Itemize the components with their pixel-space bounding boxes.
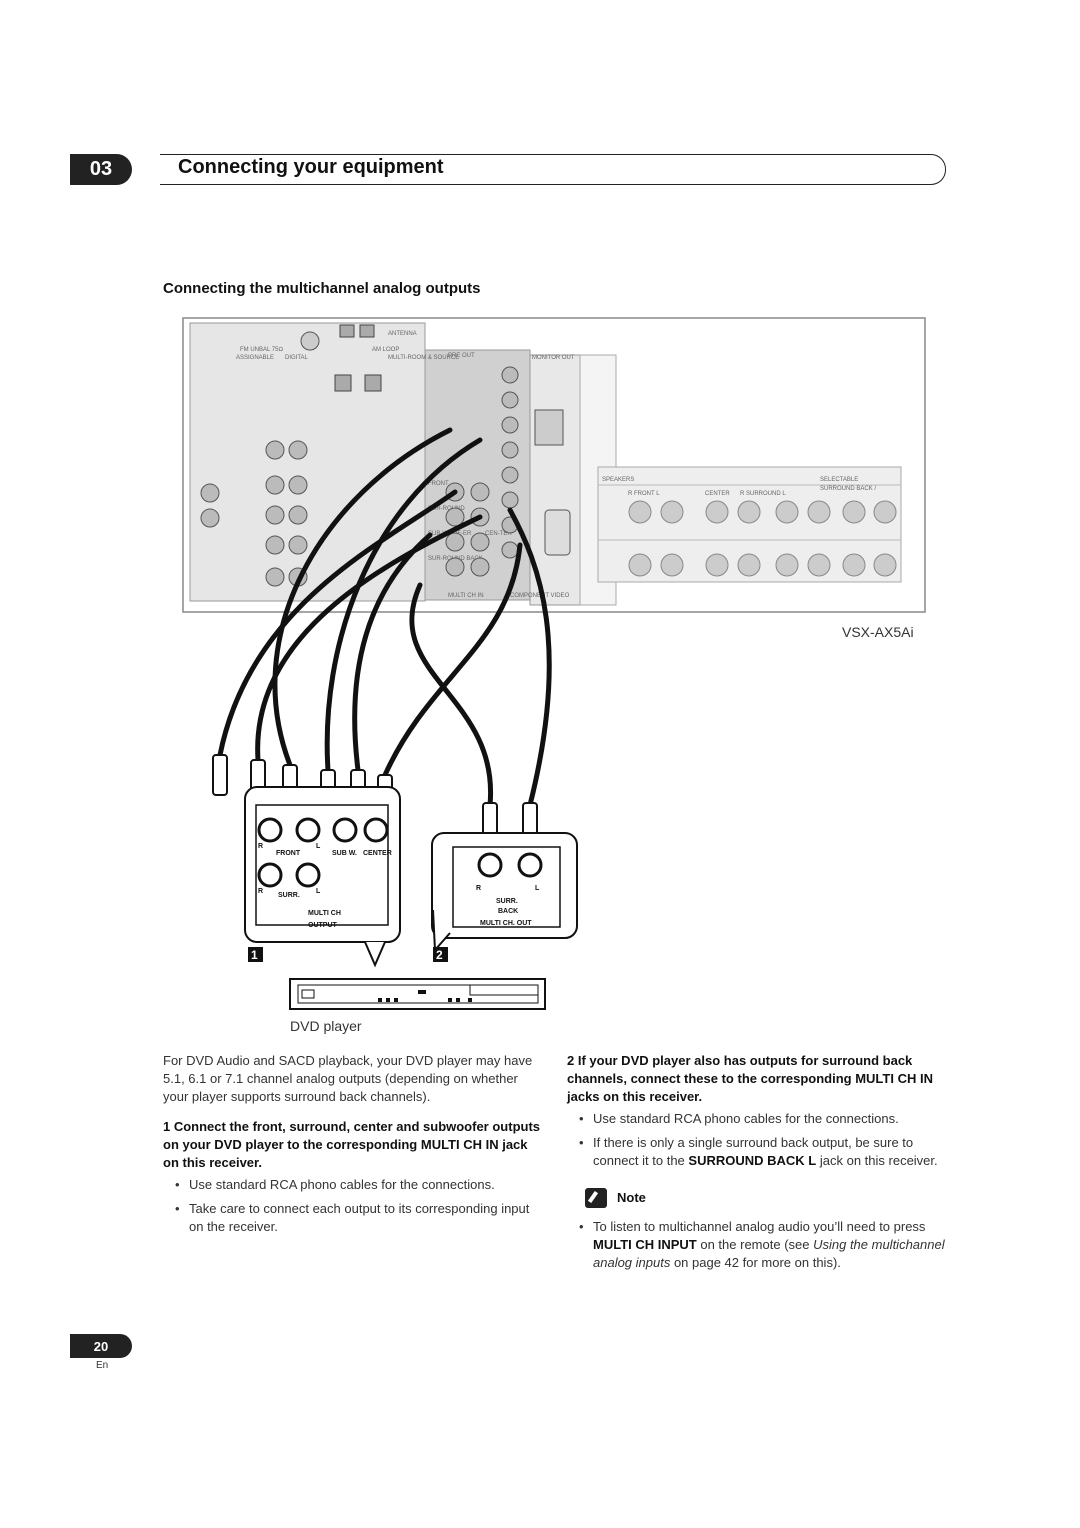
out2-caption: MULTI CH. OUT — [480, 920, 532, 927]
page-number: 20 — [70, 1334, 132, 1358]
step1-bullet-1: •Use standard RCA phono cables for the c… — [175, 1177, 495, 1192]
out1-caption2: OUTPUT — [308, 922, 338, 929]
receiver-model-label: VSX-AX5Ai — [842, 624, 914, 640]
out2-l: L — [535, 885, 540, 892]
assignable-label: ASSIGNABLE — [236, 355, 274, 361]
step2-bullet-1: •Use standard RCA phono cables for the c… — [579, 1111, 899, 1126]
front-jack-label: FRONT — [428, 481, 449, 487]
surround-back-label: SURROUND BACK / — [820, 486, 876, 492]
monitor-out-label: MONITOR OUT — [532, 355, 575, 361]
speakers-label: SPEAKERS — [602, 477, 634, 483]
out1-subw: SUB W. — [332, 850, 357, 857]
out1-r1: R — [258, 843, 263, 850]
dvd-player-label: DVD player — [290, 1018, 362, 1034]
component-video-label: COMPONENT VIDEO — [510, 593, 570, 599]
surround-jack-label: SUR-ROUND — [428, 506, 465, 512]
front-speaker-label: R FRONT L — [628, 491, 660, 497]
step-2: 2 If your DVD player also has outputs fo… — [567, 1053, 933, 1104]
page-language: En — [96, 1360, 109, 1371]
chapter-title: Connecting your equipment — [178, 156, 444, 178]
out1-surr: SURR. — [278, 892, 300, 899]
multiroom-label: MULTI-ROOM & SOURCE — [388, 355, 459, 361]
intro-paragraph: For DVD Audio and SACD playback, your DV… — [163, 1053, 533, 1104]
chapter-bar — [160, 154, 946, 185]
fm-label: FM UNBAL 75Ω — [240, 347, 283, 353]
out1-caption1: MULTI CH — [308, 910, 341, 917]
out2-surr: SURR. — [496, 898, 518, 905]
note-bullet: •To listen to multichannel analog audio … — [579, 1219, 945, 1270]
center-speaker-label: CENTER — [705, 491, 730, 497]
step-1: 1 Connect the front, surround, center an… — [163, 1119, 541, 1170]
connection-diagram: SPEAKERS SELECTABLE SURROUND BACK / R FR… — [182, 317, 926, 1010]
digital-label: DIGITAL — [285, 355, 309, 361]
note-heading: Note — [585, 1188, 949, 1208]
marker-1: 1 — [251, 948, 258, 962]
out1-l1: L — [316, 843, 321, 850]
am-label: AM LOOP — [372, 347, 399, 353]
out2-back: BACK — [498, 908, 518, 915]
section-title: Connecting the multichannel analog outpu… — [163, 280, 481, 297]
input-block — [189, 322, 426, 602]
note-pencil-icon — [585, 1188, 607, 1208]
out1-r2: R — [258, 888, 263, 895]
out1-center: CENTER — [363, 850, 392, 857]
surround-speaker-label: R SURROUND L — [740, 491, 786, 497]
out1-l2: L — [316, 888, 321, 895]
preout-label: PRE OUT — [448, 353, 475, 359]
right-column: 2 If your DVD player also has outputs fo… — [567, 1052, 949, 1278]
step2-bullet-2: •If there is only a single surround back… — [579, 1135, 938, 1168]
antenna-label: ANTENNA — [388, 331, 417, 337]
selectable-label: SELECTABLE — [820, 477, 858, 483]
marker-2: 2 — [436, 948, 443, 962]
multi-ch-output-panel — [244, 786, 401, 943]
chapter-number: 03 — [70, 154, 132, 185]
center-jack-label: CEN-TER — [485, 531, 512, 537]
left-column: For DVD Audio and SACD playback, your DV… — [163, 1052, 543, 1242]
out2-r: R — [476, 885, 481, 892]
step1-bullet-2: •Take care to connect each output to its… — [175, 1201, 530, 1234]
multi-ch-in-label: MULTI CH IN — [448, 593, 484, 599]
out1-front: FRONT — [276, 850, 301, 857]
